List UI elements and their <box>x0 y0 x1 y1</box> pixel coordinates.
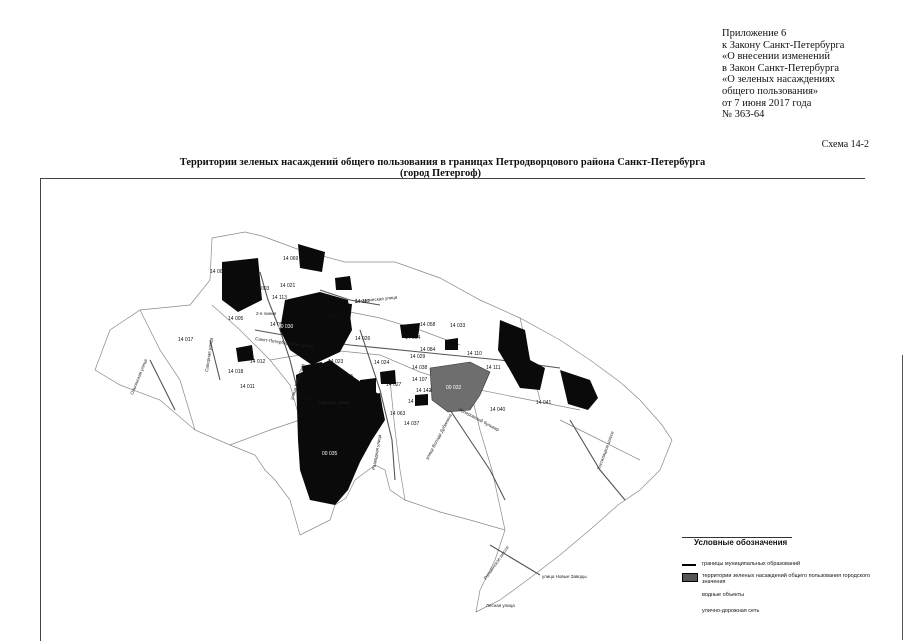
zone-label: 14 063 <box>390 411 406 417</box>
zone-label: 14 001 <box>210 269 226 275</box>
street-label: улица Новые Заводы <box>542 574 587 579</box>
street-label: Гостилицкое шоссе <box>596 430 615 470</box>
annex-line: «О внесении изменений <box>722 51 830 63</box>
zone-label: 14 025 <box>338 374 354 380</box>
map-frame <box>40 178 865 641</box>
city-green-swatch <box>682 573 698 582</box>
zone-label: 14 003 <box>254 286 270 292</box>
street-label: Разводная улица <box>371 434 382 471</box>
map-title: Территории зеленых насаждений общего пол… <box>179 157 706 168</box>
zone-label: 14 113 <box>272 295 287 301</box>
green-zone <box>380 370 396 384</box>
page-edge-rule <box>902 355 903 640</box>
green-zone <box>560 370 598 410</box>
annex-line: к Закону Санкт-Петербурга <box>722 39 845 51</box>
zone-label: 14 058 <box>420 322 436 328</box>
zone-label: 14 107 <box>412 377 428 383</box>
annex-line: «О зеленых насаждениях <box>722 74 836 86</box>
zone-label: 14 011 <box>240 384 255 390</box>
zone-label: 14 026 <box>355 336 371 342</box>
zone-label: 14 005 <box>228 316 244 322</box>
annex-line: в Закон Санкт-Петербурга <box>722 62 840 74</box>
zone-label: 14 012 <box>250 359 266 365</box>
zone-label: 14 040 <box>490 407 506 413</box>
zone-label: 14 057 <box>300 396 316 402</box>
green-zone <box>400 323 420 338</box>
green-zone <box>236 345 254 362</box>
street-label: улица Володи Дубинина <box>424 413 453 461</box>
zone-label: 14 037 <box>404 421 420 427</box>
zone-label: 14 009 <box>270 322 286 328</box>
legend-item-roads: улично-дорожная сеть <box>702 608 760 614</box>
street-label: 2-я линия <box>256 311 277 316</box>
zone-label: 14 142 <box>416 388 432 394</box>
annex-block: Приложение 6 к Закону Санкт-Петербурга «… <box>722 28 844 121</box>
green-zone <box>415 394 428 406</box>
street-label: Саперная улица <box>204 337 214 372</box>
green-zone <box>222 258 262 312</box>
street-label: Лесная улица <box>486 603 515 608</box>
legend-item-boundary: границы муниципальных образований <box>702 561 801 567</box>
zone-label: 14 041 <box>536 400 552 406</box>
city-green-zone <box>429 361 491 413</box>
street-label: Садовая улица <box>318 400 350 405</box>
zone-label: 14 023 <box>328 359 344 365</box>
zone-label: 14 112 <box>355 299 370 305</box>
zone-label: 14 004 <box>405 335 421 341</box>
zone-label: 14 084 <box>420 347 436 353</box>
scheme-number: Схема 14-2 <box>821 139 869 150</box>
annex-line: от 7 июня 2017 года <box>722 97 812 109</box>
legend-rule <box>682 537 792 538</box>
green-zone <box>360 378 376 392</box>
zone-label: 14 110 <box>467 351 482 357</box>
zone-label: 14 111 <box>486 365 501 371</box>
legend-title: Условные обозначения <box>694 538 788 547</box>
zone-label: 14 017 <box>178 337 194 343</box>
zone-label: 14 024 <box>374 360 390 366</box>
legend-item-green: территории зеленых насаждений общего пол… <box>702 573 871 585</box>
zone-label: 00 035 <box>322 451 338 457</box>
zone-label: 14 087 <box>232 303 248 309</box>
zone-label: 14 021 <box>280 283 296 289</box>
green-zone <box>302 362 326 380</box>
map-subtitle: (город Петергоф) <box>400 168 481 179</box>
green-zone <box>318 300 352 322</box>
zone-label: 14 093 <box>408 399 424 405</box>
street-label: Ботаническая улица <box>355 295 398 304</box>
zone-label: 14 033 <box>450 323 466 329</box>
zone-label: 14 069 <box>283 256 299 262</box>
green-zone <box>498 320 545 390</box>
zone-label: 14 029 <box>410 354 426 360</box>
zone-label: 14 027 <box>386 382 402 388</box>
green-zone <box>370 393 382 405</box>
street-label: Ольгинская улица <box>129 358 148 396</box>
zone-label: 14 018 <box>228 369 244 375</box>
zone-label: 14 031 <box>326 314 342 320</box>
boundary-swatch <box>682 564 696 566</box>
green-zone <box>296 360 385 505</box>
zone-label: 00 030 <box>278 324 294 330</box>
zone-label: 14 038 <box>412 365 428 371</box>
legend-item-water: водные объекты <box>702 592 745 598</box>
green-zone <box>335 276 352 290</box>
annex-line: общего пользования» <box>722 85 819 97</box>
annex-line: Приложение 6 <box>722 28 787 39</box>
annex-line: № 363-64 <box>722 109 765 121</box>
street-label: Ропшинское шоссе <box>483 545 510 581</box>
green-zone <box>298 244 325 272</box>
green-zone <box>445 338 458 350</box>
zone-label: 00 032 <box>446 385 462 391</box>
